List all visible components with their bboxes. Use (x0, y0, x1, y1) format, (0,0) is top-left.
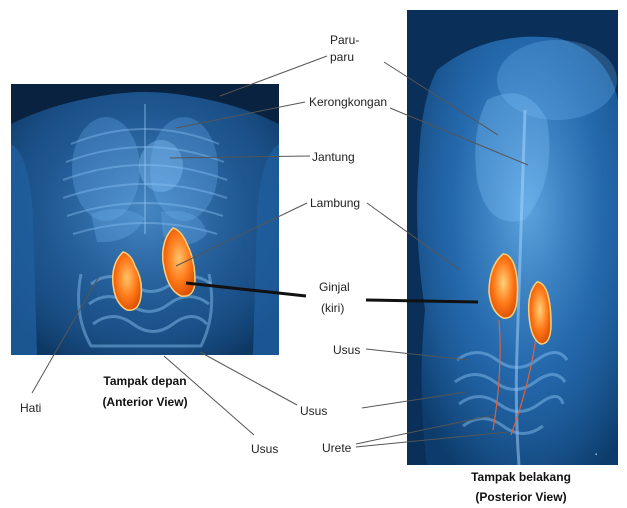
leader-usus-mid (200, 352, 297, 405)
label-usus-right: Usus (333, 342, 360, 358)
label-jantung: Jantung (312, 149, 355, 165)
label-usus-mid: Usus (300, 403, 327, 419)
label-urete: Urete (322, 440, 351, 456)
heart-shape (139, 140, 183, 192)
label-paru-line1: Paru- (330, 32, 359, 48)
label-ginjal-line2: (kiri) (321, 300, 344, 316)
anterior-view-illustration (11, 84, 279, 355)
caption-back-line2: (Posterior View) (466, 488, 576, 506)
anterior-torso-drawing (11, 84, 279, 355)
posterior-view-illustration (407, 10, 618, 465)
watermark-mark: ▪ (595, 452, 597, 458)
label-paru-line2: paru (330, 49, 354, 65)
caption-front-line2: (Anterior View) (90, 393, 200, 411)
label-ginjal-line1: Ginjal (319, 279, 350, 295)
label-usus-bottom: Usus (251, 441, 278, 457)
lung-left-shape (72, 117, 140, 221)
label-hati: Hati (20, 400, 41, 416)
posterior-torso-drawing (407, 10, 618, 465)
caption-back-line1: Tampak belakang (462, 468, 580, 486)
label-kerongkongan: Kerongkongan (309, 94, 387, 110)
label-lambung: Lambung (310, 195, 360, 211)
caption-front-line1: Tampak depan (95, 372, 195, 390)
